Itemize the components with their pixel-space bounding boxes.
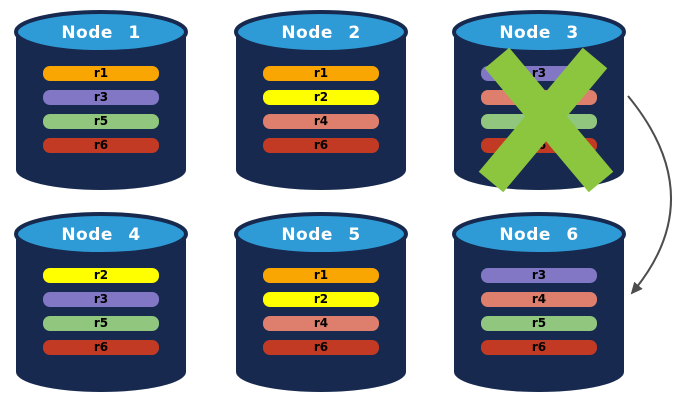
replica-row-r2: r2 — [263, 292, 379, 307]
replica-row-r4: r4 — [263, 114, 379, 129]
replica-row-r6: r6 — [263, 340, 379, 355]
node-rows: r1 r2 r4 r6 — [263, 268, 379, 364]
replica-row-r1: r1 — [263, 268, 379, 283]
node-rows: r3 r4 r5 r6 — [481, 66, 597, 162]
replica-row-r4: r4 — [481, 90, 597, 105]
replica-row-r3: r3 — [43, 90, 159, 105]
node-rows: r2 r3 r5 r6 — [43, 268, 159, 364]
replica-row-r3: r3 — [43, 292, 159, 307]
replica-row-r1: r1 — [43, 66, 159, 81]
replica-row-r2: r2 — [43, 268, 159, 283]
db-node-2: Node 2 r1 r2 r4 r6 — [233, 10, 409, 192]
db-node-3: Node 3 r3 r4 r5 r6 — [451, 10, 627, 192]
replica-row-r5: r5 — [43, 114, 159, 129]
node-rows: r1 r3 r5 r6 — [43, 66, 159, 162]
node-title: Node 1 — [61, 22, 141, 43]
replica-row-r4: r4 — [263, 316, 379, 331]
node-title: Node 4 — [61, 224, 141, 245]
node-title: Node 5 — [281, 224, 361, 245]
replica-row-r5: r5 — [481, 114, 597, 129]
node-rows: r3 r4 r5 r6 — [481, 268, 597, 364]
replica-row-r5: r5 — [481, 316, 597, 331]
replica-row-r1: r1 — [263, 66, 379, 81]
replica-row-r6: r6 — [43, 340, 159, 355]
replica-row-r6: r6 — [263, 138, 379, 153]
failover-arrow — [627, 95, 672, 295]
node-rows: r1 r2 r4 r6 — [263, 66, 379, 162]
replica-row-r5: r5 — [43, 316, 159, 331]
node-title: Node 3 — [499, 22, 579, 43]
replica-row-r2: r2 — [263, 90, 379, 105]
replica-row-r6: r6 — [481, 138, 597, 153]
db-node-5: Node 5 r1 r2 r4 r6 — [233, 212, 409, 394]
replica-row-r6: r6 — [481, 340, 597, 355]
db-node-4: Node 4 r2 r3 r5 r6 — [13, 212, 189, 394]
replica-row-r6: r6 — [43, 138, 159, 153]
node-title: Node 2 — [281, 22, 361, 43]
db-node-1: Node 1 r1 r3 r5 r6 — [13, 10, 189, 192]
node-title: Node 6 — [499, 224, 579, 245]
replica-row-r4: r4 — [481, 292, 597, 307]
replica-row-r3: r3 — [481, 268, 597, 283]
replica-row-r3: r3 — [481, 66, 597, 81]
db-node-6: Node 6 r3 r4 r5 r6 — [451, 212, 627, 394]
